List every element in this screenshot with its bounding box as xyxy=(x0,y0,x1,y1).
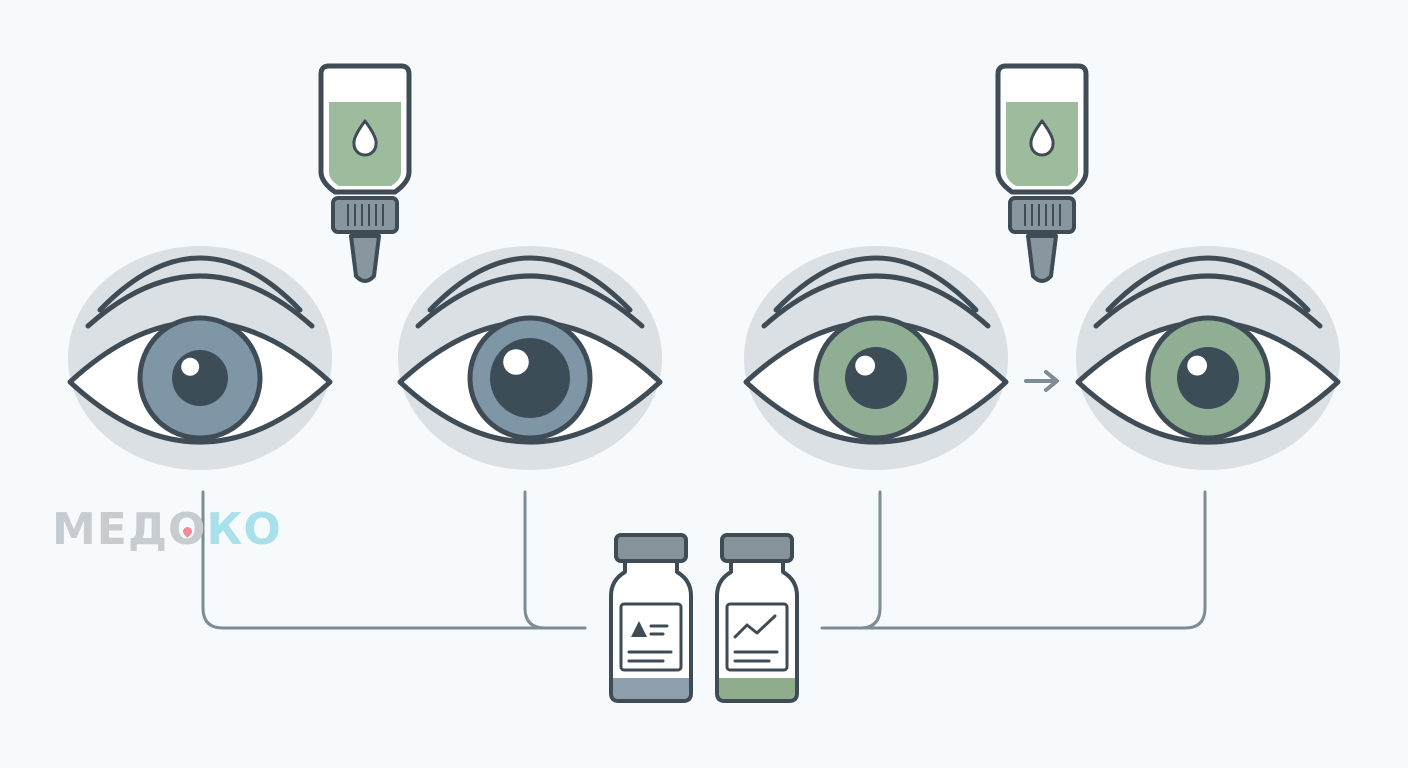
eyelid-crease xyxy=(1093,273,1323,329)
vial-cap xyxy=(614,533,688,563)
dropper-2 xyxy=(995,63,1089,283)
pupil-highlight xyxy=(181,357,200,376)
label-lines xyxy=(733,650,779,663)
connector-eye-1 xyxy=(201,490,587,630)
pupil xyxy=(1177,347,1239,409)
trend-line-icon xyxy=(733,614,777,639)
eyelid-crease xyxy=(415,273,645,329)
arrow-right-icon xyxy=(1024,370,1059,392)
logo-text-tail: КО xyxy=(206,504,282,555)
vial-liquid xyxy=(719,678,795,699)
dropper-tip xyxy=(349,234,381,283)
eyebrow xyxy=(773,255,979,313)
eyebrow xyxy=(427,255,633,313)
dropper-cap xyxy=(331,196,399,234)
pupil-highlight xyxy=(855,355,876,376)
vial-cap xyxy=(720,533,794,563)
drop-icon xyxy=(352,119,378,157)
eyelid-crease xyxy=(761,273,991,329)
eye-1 xyxy=(67,246,333,470)
dropper-1 xyxy=(318,63,412,283)
eyebrow xyxy=(1105,255,1311,313)
dropper-cap xyxy=(1008,196,1076,234)
vial-1 xyxy=(609,533,693,703)
drop-icon xyxy=(1029,119,1055,157)
eye-3 xyxy=(743,246,1009,470)
dropper-tip xyxy=(1026,234,1058,283)
eyelid-crease xyxy=(85,273,315,329)
logo-text-main: МЕД xyxy=(52,504,169,555)
connector-eye-3 xyxy=(820,490,882,630)
arrow-head xyxy=(1044,370,1059,392)
connector-eye-4 xyxy=(858,490,1207,630)
pupil-highlight xyxy=(503,349,529,375)
logo-text-o: О xyxy=(168,504,207,555)
vial-liquid xyxy=(613,678,689,699)
connector-lines xyxy=(201,490,1207,630)
pupil xyxy=(845,347,907,409)
eyebrow xyxy=(97,255,303,313)
logo: МЕДОКО xyxy=(52,508,282,552)
vial-2 xyxy=(715,533,799,703)
eye-2 xyxy=(397,246,663,470)
connector-eye-2 xyxy=(523,490,547,630)
pupil-highlight xyxy=(1187,355,1208,376)
eye-4 xyxy=(1075,246,1341,470)
pupil xyxy=(172,350,228,406)
label-lines xyxy=(627,624,673,663)
pupil xyxy=(490,338,570,418)
triangle-icon xyxy=(631,621,647,637)
